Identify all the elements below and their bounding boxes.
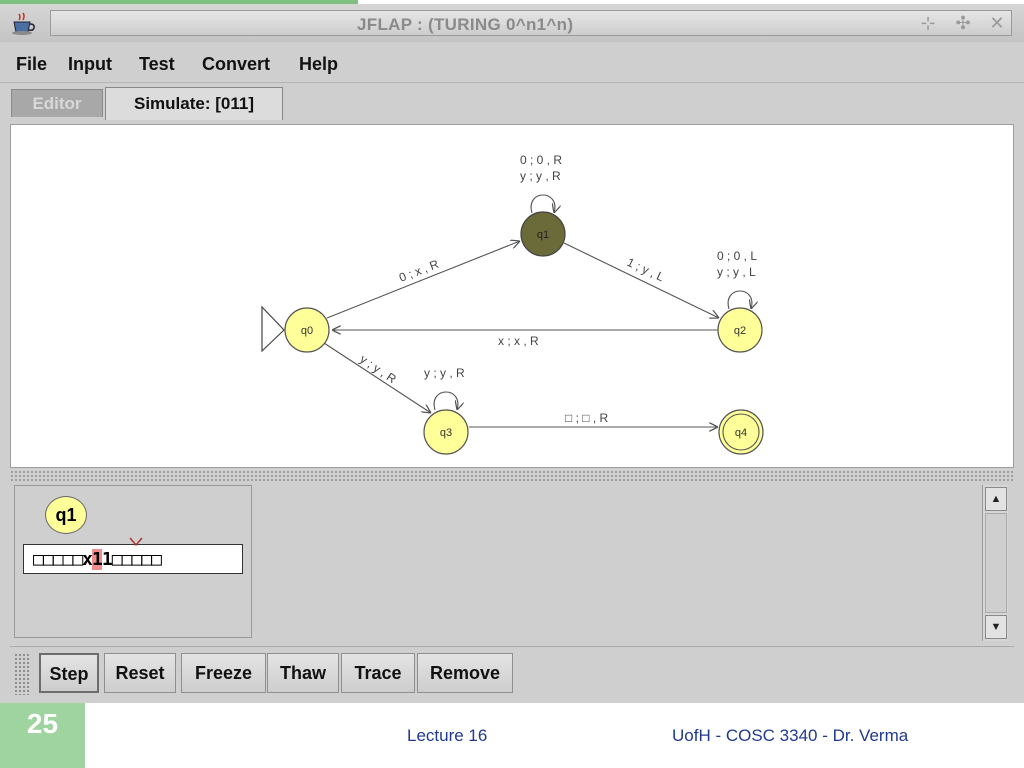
tape-head-cell: 1 (92, 548, 103, 570)
menu-convert[interactable]: Convert (202, 54, 271, 74)
loop-q3[interactable] (433, 391, 458, 410)
top-accent-strip (0, 0, 358, 4)
slide-number: 25 (26, 708, 59, 739)
state-q0[interactable]: q0 (284, 307, 330, 353)
turing-diagram: q0 q1 q2 q3 q4 0 ; 0 , R y ; y , R (261, 153, 764, 455)
menu-test[interactable]: Test (139, 54, 175, 74)
state-q4[interactable]: q4 (718, 409, 764, 455)
thaw-button[interactable]: Thaw (267, 653, 339, 693)
menu-input[interactable]: Input (68, 54, 112, 74)
start-arrow (261, 305, 285, 353)
slide-number-block (0, 703, 85, 768)
scroll-up-icon[interactable]: ▲ (985, 487, 1007, 511)
vertical-scrollbar[interactable]: ▲ ▼ (982, 485, 1008, 641)
tape-right: 1□□□□□ (101, 548, 162, 570)
state-q2-label: q2 (734, 325, 746, 337)
footer-lecture: Lecture 16 (407, 726, 488, 745)
state-q4-label: q4 (735, 427, 747, 439)
state-q1[interactable]: q1 (520, 211, 566, 257)
toolbar-grip[interactable] (14, 653, 30, 695)
label-q1-q2: 1 ; y , L (625, 255, 667, 284)
automaton-canvas[interactable]: q0 q1 q2 q3 q4 0 ; 0 , R y ; y , R (10, 124, 1014, 468)
reset-button[interactable]: Reset (104, 653, 176, 693)
label-q2-q0: x ; x , R (498, 334, 539, 348)
label-q0-q1: 0 ; x , R (397, 257, 441, 285)
tab-simulate[interactable]: Simulate: [011] (105, 87, 283, 120)
maximize-icon[interactable]: ✣ (955, 13, 971, 33)
tape-head-marker-icon (129, 536, 143, 550)
scroll-down-icon[interactable]: ▼ (985, 615, 1007, 639)
step-button[interactable]: Step (39, 653, 99, 693)
label-q2-loop-a: 0 ; 0 , L (717, 249, 757, 263)
label-q1-loop-a: 0 ; 0 , R (520, 153, 562, 167)
title-bar[interactable]: JFLAP : (TURING 0^n1^n) ⊹ ✣ ✕ (0, 4, 1024, 42)
menu-help[interactable]: Help (299, 54, 339, 74)
state-q0-label: q0 (301, 325, 313, 337)
label-q1-loop-b: y ; y , R (520, 169, 561, 183)
edge-q0-q1[interactable] (326, 241, 520, 319)
jflap-window: JFLAP : (TURING 0^n1^n) ⊹ ✣ ✕ File Input… (0, 4, 1024, 703)
config-state-badge: q1 (45, 496, 87, 534)
tape-left: □□□□□x (33, 548, 93, 570)
label-q3-q4: □ ; □ , R (565, 411, 609, 425)
state-q1-label: q1 (537, 229, 549, 241)
state-q3-label: q3 (440, 427, 452, 439)
scroll-track[interactable] (985, 513, 1007, 613)
title-field (50, 10, 1012, 36)
label-q3-loop: y ; y , R (424, 366, 465, 380)
freeze-button[interactable]: Freeze (181, 653, 266, 693)
tab-strip: Editor Simulate: [011] (0, 83, 1024, 120)
state-q3[interactable]: q3 (423, 409, 469, 455)
minimize-icon[interactable]: ⊹ (920, 13, 936, 33)
edge-q1-q2[interactable] (563, 242, 719, 318)
configurations-list[interactable] (256, 485, 980, 638)
state-q2[interactable]: q2 (717, 307, 763, 353)
window-title: JFLAP : (TURING 0^n1^n) (357, 15, 574, 34)
menu-file[interactable]: File (16, 54, 48, 74)
menu-bar: File Input Test Convert Help (0, 44, 1024, 83)
footer-course: UofH - COSC 3340 - Dr. Verma (672, 726, 909, 745)
tab-editor[interactable]: Editor (11, 89, 103, 117)
split-pane-divider[interactable] (10, 470, 1014, 482)
close-icon[interactable]: ✕ (989, 13, 1005, 33)
label-q2-loop-b: y ; y , L (717, 265, 756, 279)
simulation-toolbar: Step Reset Freeze Thaw Trace Remove (10, 646, 1014, 700)
remove-button[interactable]: Remove (417, 653, 513, 693)
loop-q2[interactable] (727, 290, 752, 309)
edge-q0-q3[interactable] (323, 342, 431, 413)
loop-q1[interactable] (530, 194, 555, 213)
java-cup-icon (8, 10, 36, 36)
trace-button[interactable]: Trace (341, 653, 415, 693)
